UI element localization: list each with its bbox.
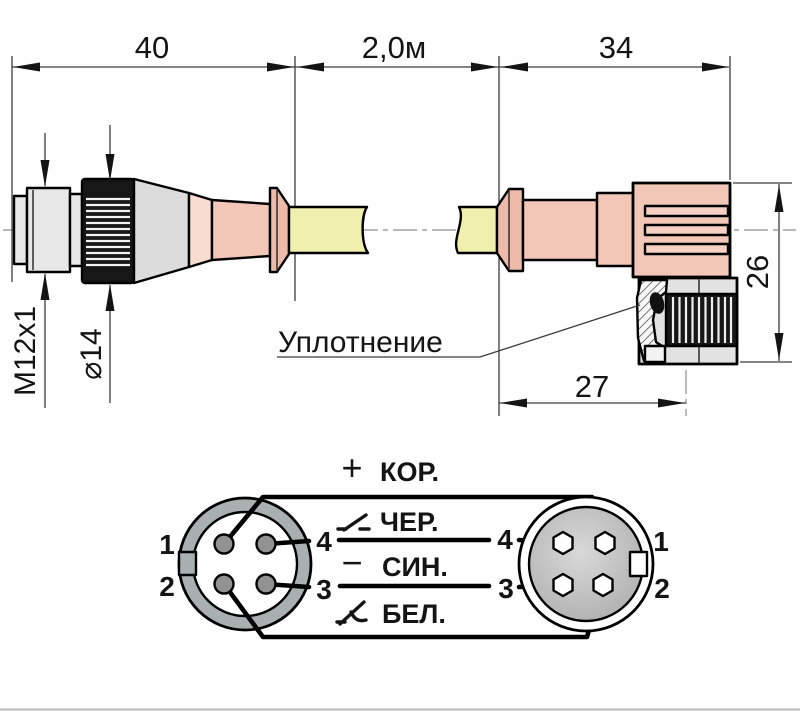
arrowhead xyxy=(501,62,528,72)
female-key-notch xyxy=(628,550,649,578)
arrowhead xyxy=(40,160,50,187)
male-key-notch xyxy=(177,550,198,577)
seal-label: Уплотнение xyxy=(278,326,443,359)
minus-symbol: − xyxy=(341,542,362,583)
head-slot xyxy=(643,204,730,218)
boot-collar xyxy=(595,191,635,268)
dim-cable-length: 2,0м xyxy=(362,30,426,65)
nc-contact-switch-icon xyxy=(335,600,368,626)
boot-body xyxy=(521,198,599,262)
wire-black-label: ЧЕР. xyxy=(380,507,438,537)
arrowhead xyxy=(471,62,498,72)
male-pin4-label: 4 xyxy=(316,526,332,557)
nut-knurl-stripes xyxy=(671,297,733,343)
female-pin4-label: 4 xyxy=(497,524,513,555)
male-pins xyxy=(213,533,277,595)
dim-connector-b-depth: 27 xyxy=(575,369,609,404)
arrowhead xyxy=(13,62,40,72)
seal-leader-line xyxy=(277,304,641,358)
pin-2 xyxy=(213,573,235,595)
male-inner-face xyxy=(191,510,299,618)
pin-4 xyxy=(255,533,277,555)
arrowhead xyxy=(658,398,685,408)
depth-dimension: 27 xyxy=(499,369,686,408)
dim-thread-size: M12x1 xyxy=(9,306,42,396)
male-pin1-label: 1 xyxy=(159,529,175,560)
dim-connector-a-length: 40 xyxy=(135,30,169,65)
seal-dark-lip xyxy=(649,292,665,314)
male-pin3-label: 3 xyxy=(316,574,332,605)
pinout-female-face xyxy=(517,495,655,633)
boot-body xyxy=(210,198,272,262)
female-disc xyxy=(527,505,645,623)
female-pin-labels: 4 3 1 2 xyxy=(497,524,670,604)
female-pin3-label: 3 xyxy=(498,573,514,604)
arrowhead xyxy=(774,185,784,212)
angled-connector xyxy=(454,181,739,366)
thread-groove xyxy=(68,192,84,268)
head-slot xyxy=(643,242,730,256)
head-slot xyxy=(643,223,730,237)
thread-dimension: M12x1 xyxy=(9,133,50,408)
plus-symbol: + xyxy=(341,447,362,488)
arrowhead xyxy=(40,273,50,300)
knurl-ring xyxy=(80,177,136,285)
socket-2 xyxy=(592,572,614,598)
wire-blue-label: СИН. xyxy=(382,552,448,582)
arrowhead xyxy=(702,62,729,72)
pin-3 xyxy=(255,573,277,595)
female-pin1-label: 1 xyxy=(653,526,669,557)
boot-wedge xyxy=(187,191,214,269)
seal-callout: Уплотнение xyxy=(277,304,641,359)
height-dimension: 26 xyxy=(733,182,792,363)
dim-nut-diameter: ⌀14 xyxy=(75,328,108,379)
pin-1 xyxy=(213,533,235,555)
dim-connector-b-height: 26 xyxy=(740,255,775,289)
wire-legend: + КОР. ЧЕР. − СИН. БЕЛ. xyxy=(335,447,448,629)
female-pin2-label: 2 xyxy=(654,573,670,604)
socket-3 xyxy=(552,572,574,598)
nut-bottom-step xyxy=(643,344,667,364)
thread-front-ring xyxy=(12,194,29,266)
arrowhead xyxy=(105,284,115,311)
diameter-dimension: ⌀14 xyxy=(75,125,115,403)
arrowhead xyxy=(500,398,527,408)
socket-4 xyxy=(552,530,574,556)
arrowhead xyxy=(774,333,784,360)
knurl-stripes xyxy=(86,197,130,267)
socket-1 xyxy=(594,530,616,556)
female-sockets xyxy=(552,530,616,598)
body-cone xyxy=(132,177,191,285)
arrowhead xyxy=(105,154,115,181)
dim-connector-b-length: 34 xyxy=(599,30,633,65)
arrowhead xyxy=(297,62,324,72)
cable-segment-left xyxy=(287,205,370,255)
wire-brown-label: КОР. xyxy=(380,457,439,487)
cable-segment-right xyxy=(454,205,499,255)
male-pin2-label: 2 xyxy=(159,571,175,602)
wire-white-label: БЕЛ. xyxy=(382,599,446,629)
nut-knurl-band xyxy=(664,292,739,348)
no-contact-switch-icon xyxy=(336,513,371,532)
strain-relief-flare xyxy=(495,187,525,273)
strain-relief-flare xyxy=(268,186,291,274)
straight-connector xyxy=(12,177,370,285)
top-dimension-chain: 40 2,0м 34 xyxy=(11,30,731,416)
male-pin-labels: 1 2 4 3 xyxy=(159,526,332,605)
arrowhead xyxy=(267,62,294,72)
wire-black-line xyxy=(263,537,561,547)
